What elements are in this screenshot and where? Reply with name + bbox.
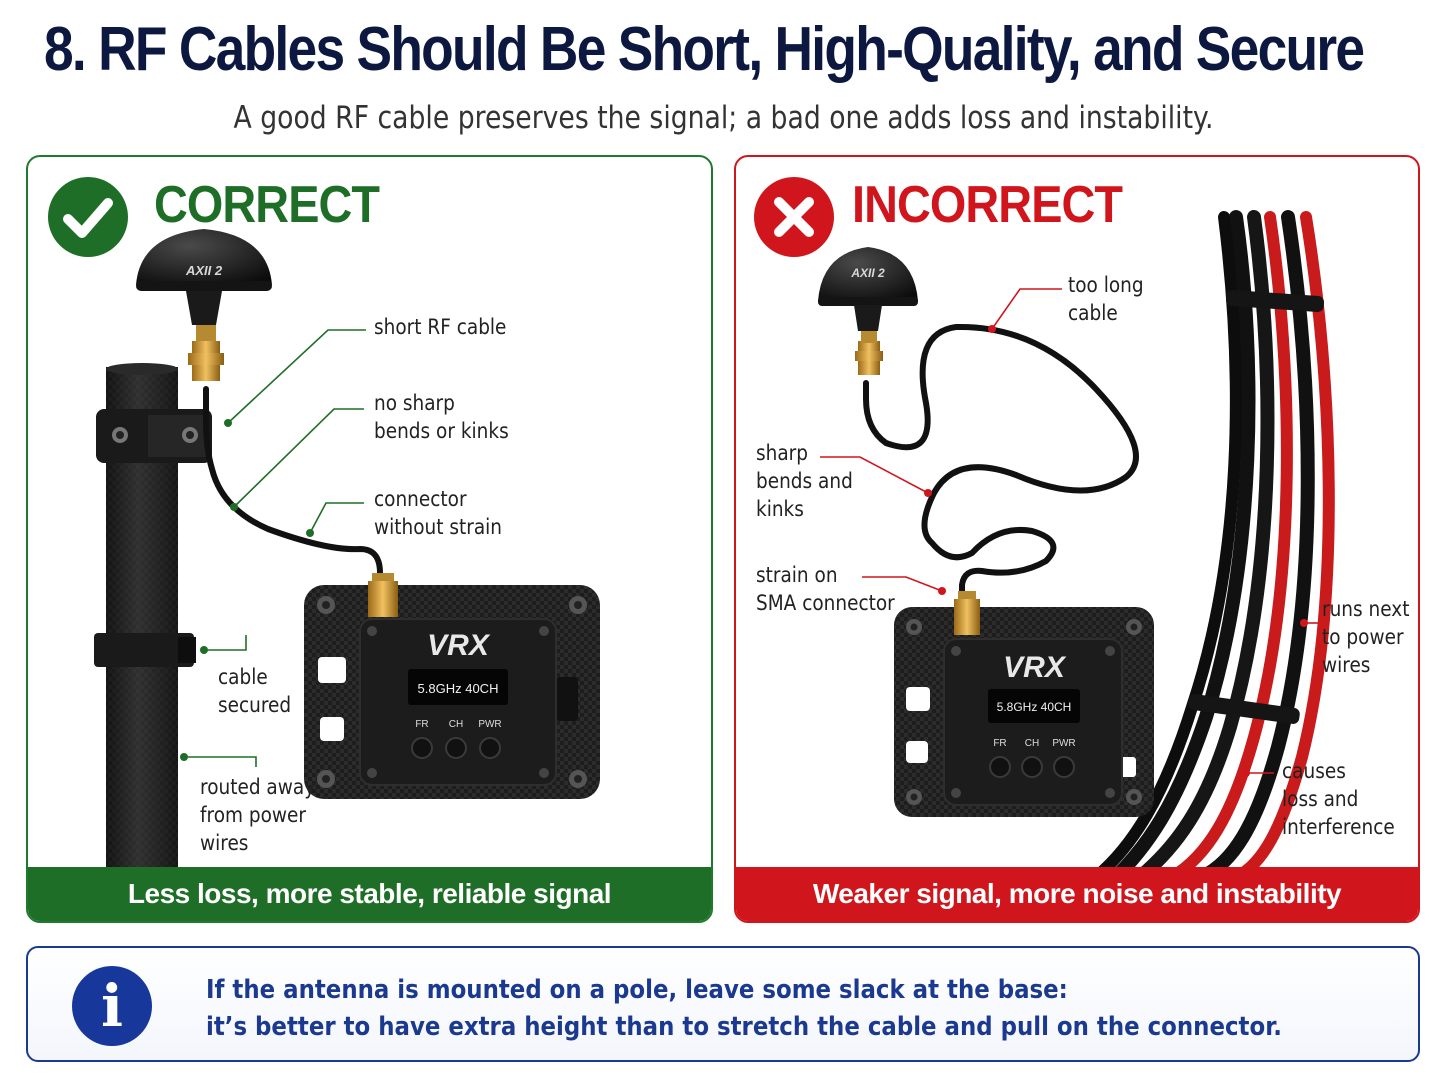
vrx-display: 5.8GHz 40CH xyxy=(418,681,499,696)
info-icon: i xyxy=(72,966,152,1046)
correct-illustration: AXII 2 VRX 5.8GHz 40CH FR CH PWR xyxy=(94,229,600,877)
incorrect-heading: INCORRECT xyxy=(852,176,1123,234)
callout-loss-interference: causes loss and interference xyxy=(1282,759,1395,839)
leader-dot xyxy=(224,419,232,427)
callout-connector-without-strain: connector without strain xyxy=(374,487,502,539)
leader-line xyxy=(820,456,929,494)
callout-no-sharp-bends: no sharp bends or kinks xyxy=(374,391,509,443)
vrx-label: VRX xyxy=(1003,651,1067,684)
leader-dot xyxy=(1300,619,1308,627)
info-box: i If the antenna is mounted on a pole, l… xyxy=(26,946,1420,1062)
callout-sharp-bends: sharp bends and kinks xyxy=(756,441,853,521)
leader-dot xyxy=(988,325,996,333)
correct-heading: CORRECT xyxy=(154,176,380,234)
page-title: 8. RF Cables Should Be Short, High-Quali… xyxy=(44,15,1365,84)
checkmark-icon xyxy=(48,177,128,257)
incorrect-footer: Weaker signal, more noise and instabilit… xyxy=(736,867,1418,921)
leader-line xyxy=(233,408,364,508)
callout-cable-secured: cable secured xyxy=(218,665,292,717)
callout-strain-on-connector: strain on SMA connector xyxy=(756,563,895,615)
incorrect-panel: AXII 2 VRX 5.8GHz 40CH FR CH PWR xyxy=(734,155,1420,923)
leader-line xyxy=(227,329,366,424)
antenna-brand: AXII 2 xyxy=(850,266,885,280)
leader-dot xyxy=(938,587,946,595)
callout-routed-away: routed away from power wires xyxy=(200,775,316,855)
leader-line xyxy=(991,288,1062,330)
vrx-button-label: CH xyxy=(1025,738,1039,749)
leader-line xyxy=(309,502,364,534)
antenna-dome xyxy=(136,229,272,285)
leader-dot xyxy=(200,646,208,654)
short-rf-cable xyxy=(203,386,383,586)
info-line-2: it’s better to have extra height than to… xyxy=(206,1012,1282,1042)
vrx-button-label: PWR xyxy=(478,719,501,730)
callout-near-power-wires: runs next to power wires xyxy=(1322,597,1410,677)
vrx-display: 5.8GHz 40CH xyxy=(997,700,1072,714)
correct-footer: Less loss, more stable, reliable signal xyxy=(28,867,711,921)
vrx-button-label: PWR xyxy=(1052,738,1075,749)
leader-line xyxy=(184,756,257,767)
antenna-dome xyxy=(818,247,918,301)
long-rf-cable xyxy=(863,323,1139,596)
info-line-1: If the antenna is mounted on a pole, lea… xyxy=(206,975,1068,1005)
incorrect-illustration: AXII 2 VRX 5.8GHz 40CH FR CH PWR xyxy=(818,210,1335,884)
leader-dot xyxy=(180,753,188,761)
leader-dot xyxy=(1242,769,1250,777)
callout-too-long-cable: too long cable xyxy=(1068,273,1144,325)
velcro-strap xyxy=(94,633,194,667)
correct-panel: AXII 2 VRX 5.8GHz 40CH FR CH PWR xyxy=(26,155,713,923)
zip-tie xyxy=(1225,290,1325,312)
page-subtitle: A good RF cable preserves the signal; a … xyxy=(233,100,1214,136)
leader-dot xyxy=(306,529,314,537)
vrx-label: VRX xyxy=(427,629,491,662)
info-text: If the antenna is mounted on a pole, lea… xyxy=(206,972,1282,1046)
callout-short-cable: short RF cable xyxy=(374,315,507,339)
vrx-button-label: FR xyxy=(993,738,1006,749)
power-wires xyxy=(1090,210,1335,884)
leader-line xyxy=(862,576,943,592)
leader-dot xyxy=(230,503,238,511)
antenna-brand: AXII 2 xyxy=(185,263,223,278)
zip-tie xyxy=(1188,694,1300,724)
cross-icon xyxy=(754,177,834,257)
leader-dot xyxy=(924,489,932,497)
vrx-button-label: FR xyxy=(415,719,428,730)
leader-line xyxy=(204,635,247,651)
vrx-button-label: CH xyxy=(449,719,463,730)
